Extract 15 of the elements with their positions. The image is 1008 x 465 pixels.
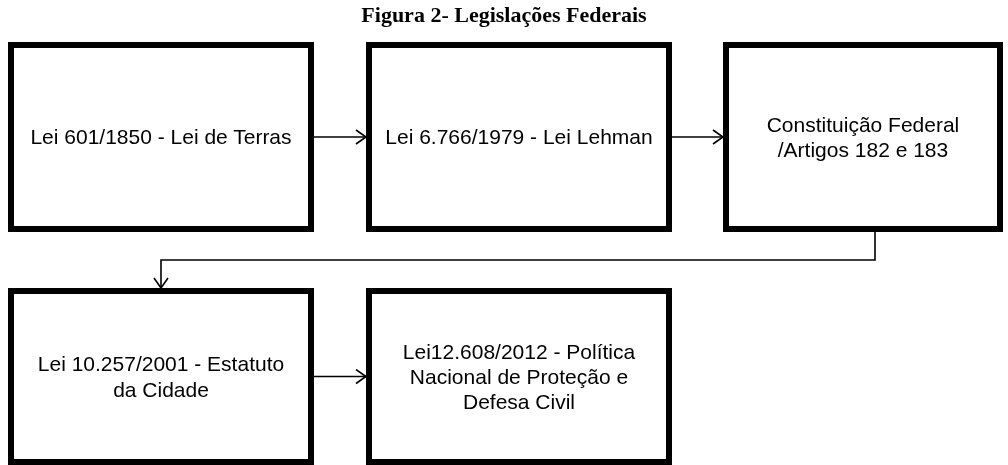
arrow xyxy=(313,368,367,385)
arrow xyxy=(313,129,367,145)
box-label: Lei 601/1850 - Lei de Terras xyxy=(29,124,293,150)
box-label: Lei12.608/2012 - Política Nacional de Proteção e Defesa Civil xyxy=(401,338,637,415)
arrow xyxy=(671,129,724,145)
process-box xyxy=(8,288,314,465)
process-box xyxy=(8,42,314,232)
box-label: Constituição Federal /Artigos 182 e 183 xyxy=(765,111,961,163)
process-box xyxy=(366,42,672,232)
process-box xyxy=(723,42,1003,232)
box-label: Lei 6.766/1979 - Lei Lehman xyxy=(384,124,654,150)
arrow xyxy=(153,231,876,289)
figure-title: Figura 2- Legislações Federais xyxy=(360,2,648,28)
box-label: Lei 10.257/2001 - Estatuto da Cidade xyxy=(36,351,286,402)
process-box xyxy=(366,288,672,465)
